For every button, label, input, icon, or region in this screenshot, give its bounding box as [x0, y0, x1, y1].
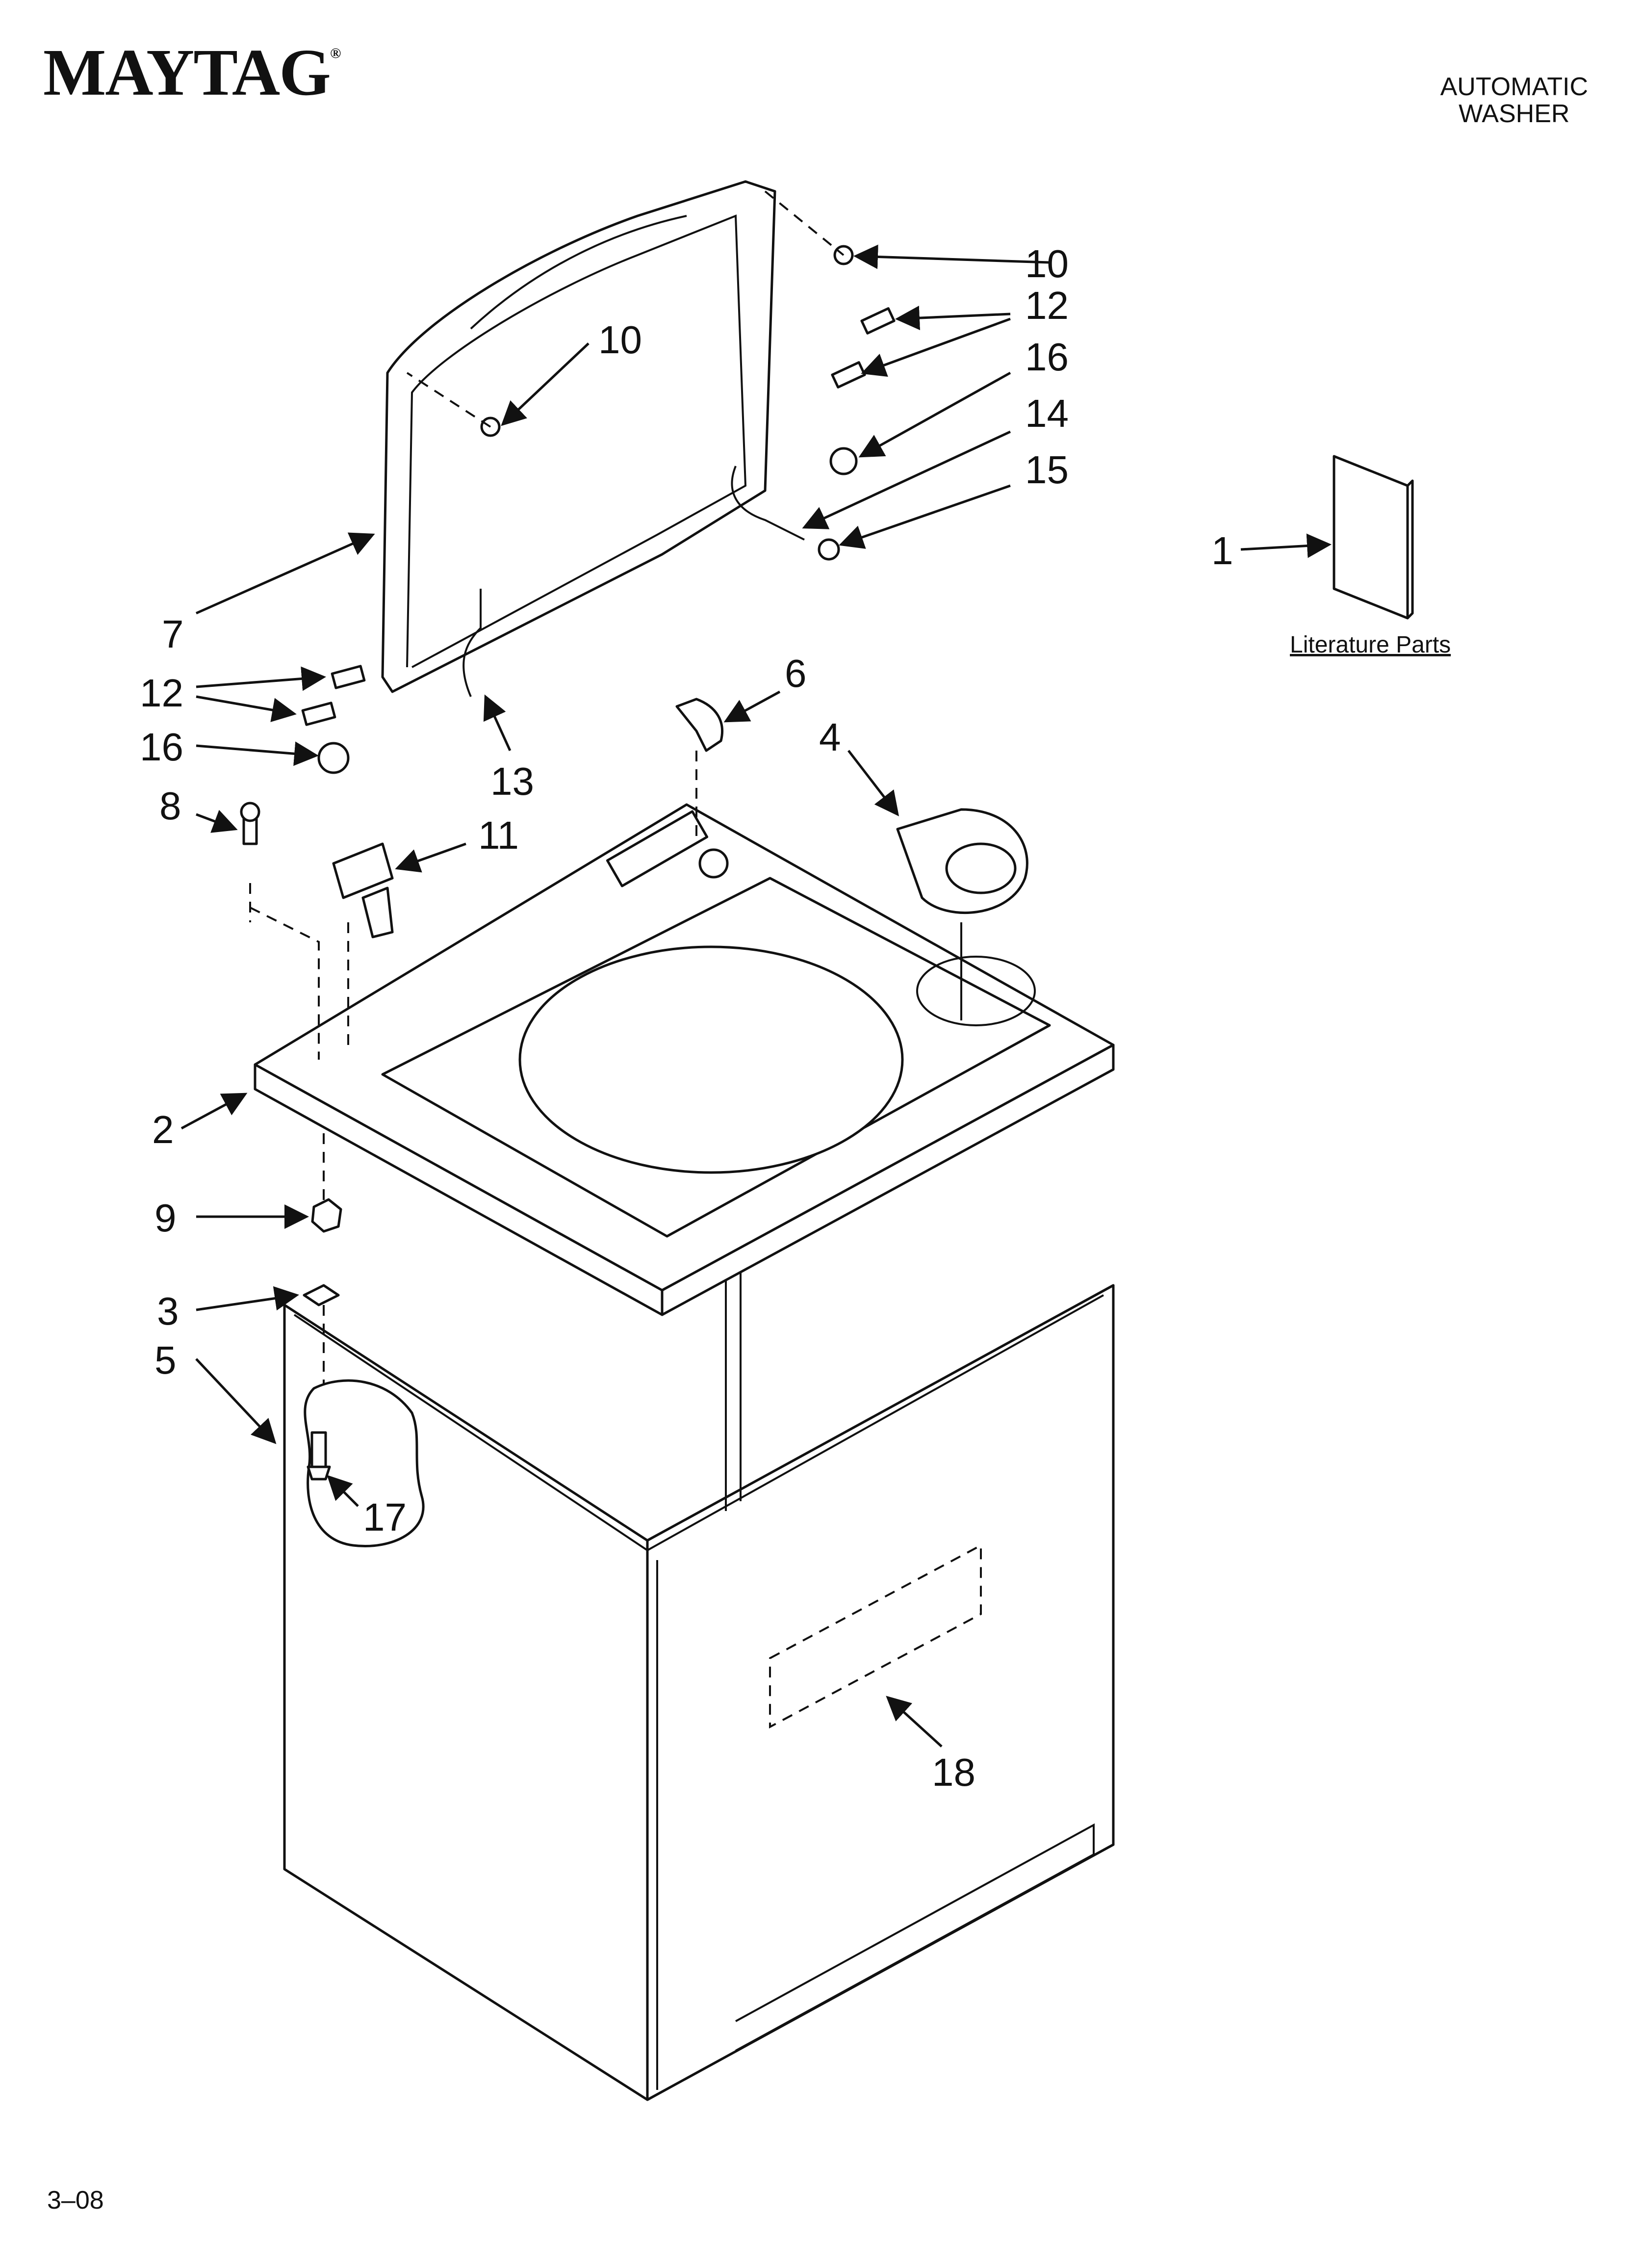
doc-type-line-1: AUTOMATIC [1440, 73, 1588, 101]
bushing-12-left [301, 665, 366, 726]
page-code: 3–08 [47, 2186, 104, 2215]
washer-16-left [317, 742, 350, 774]
callout-16: 16 [1025, 335, 1069, 379]
callout-17: 17 [363, 1495, 407, 1539]
clip-6 [675, 698, 724, 752]
callout-14: 14 [1025, 391, 1069, 435]
doc-type-line-2: WASHER [1459, 99, 1570, 128]
callout-2: 2 [152, 1108, 174, 1151]
cabinet [283, 1177, 1115, 2101]
washer-lid [381, 180, 776, 693]
hinge-rod-13 [462, 589, 482, 697]
nut-9 [311, 1198, 342, 1233]
callout-13: 13 [490, 759, 534, 803]
bleach-dispenser [896, 808, 1028, 914]
cabinet-cutaway [304, 1379, 425, 1547]
bushing-12-top [831, 307, 896, 389]
clip-15 [818, 538, 840, 561]
callout-9: 9 [154, 1196, 177, 1240]
registered-mark: ® [330, 45, 341, 61]
screw-8 [240, 802, 260, 845]
callout-15: 15 [1025, 448, 1069, 492]
brand-logo: MAYTAG® [43, 36, 341, 109]
lid-switch-11 [332, 842, 394, 938]
washer-16-top [829, 447, 858, 475]
callout-5: 5 [154, 1338, 177, 1382]
callout-10: 10 [1025, 242, 1069, 286]
callout-3: 3 [157, 1289, 179, 1333]
callout-12: 12 [140, 671, 183, 715]
callout-7: 7 [162, 612, 184, 656]
brand-name: MAYTAG [43, 36, 331, 109]
literature-parts-label: Literature Parts [1290, 632, 1451, 658]
callout-4: 4 [819, 715, 841, 759]
callout-10: 10 [598, 318, 642, 362]
callout-6: 6 [785, 652, 807, 695]
top-cover [254, 803, 1115, 1316]
callout-16: 16 [140, 725, 183, 769]
clip-3 [303, 1284, 340, 1306]
callout-8: 8 [159, 784, 181, 828]
callout-11: 11 [478, 813, 519, 857]
access-label-outline [769, 1543, 982, 1729]
hinge-rod-14 [731, 466, 805, 541]
screw-17 [307, 1431, 331, 1481]
leader-lines [180, 244, 1332, 1747]
document-type: AUTOMATIC WASHER [1440, 74, 1588, 127]
callout-1: 1 [1211, 529, 1233, 573]
literature-book [1333, 455, 1414, 620]
callout-12: 12 [1025, 284, 1069, 327]
callout-18: 18 [932, 1750, 975, 1794]
